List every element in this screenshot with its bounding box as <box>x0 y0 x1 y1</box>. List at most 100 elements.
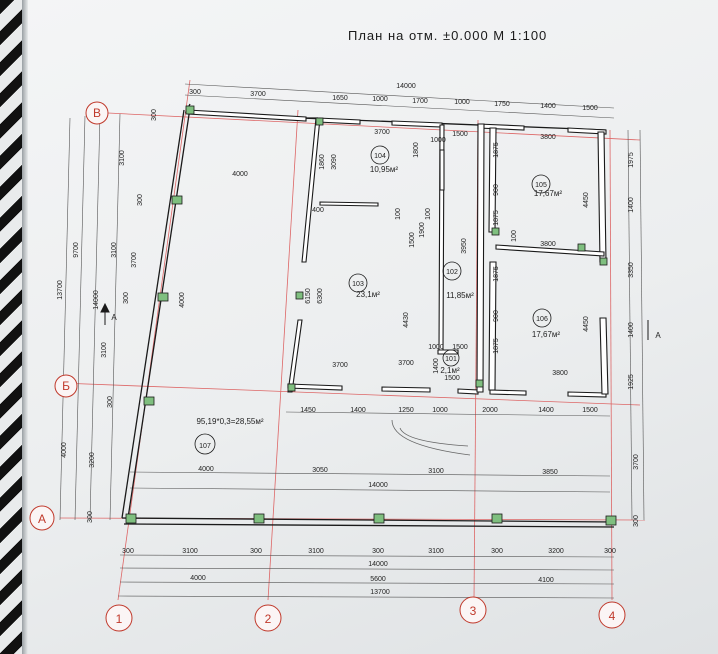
dim-porch-row: 1250 <box>398 407 414 414</box>
dim-top-segment: 1650 <box>332 95 348 102</box>
room-number-107: 107 <box>199 443 211 450</box>
dim-left-outer: 13700 <box>57 280 64 300</box>
dim-inner: 6150 <box>305 288 312 304</box>
dim-inner: 900 <box>493 310 500 322</box>
binder-edge <box>22 0 28 654</box>
dim-porch-row: 1400 <box>350 407 366 414</box>
dim-bottom-row2: 5600 <box>370 576 386 583</box>
dim-inner: 100 <box>395 208 402 220</box>
dim-left-extra: 14000 <box>93 290 100 310</box>
dim-inner: 1800 <box>413 142 420 158</box>
dim-porch-row: 2000 <box>482 407 498 414</box>
dim-inner: 100 <box>511 230 518 242</box>
dim-inner: 3700 <box>398 360 414 367</box>
room-number-103: 103 <box>352 281 364 288</box>
dim-inner: 1860 <box>319 154 326 170</box>
dim-bottom-row1: 300 <box>122 548 134 555</box>
dim-bottom-overall: 13700 <box>370 589 390 596</box>
room-area-104: 10,95м² <box>370 165 399 174</box>
section-mark-right: А <box>655 331 661 340</box>
dim-inner: 1500 <box>444 375 460 382</box>
dim-inner: 900 <box>493 184 500 196</box>
dim-inner: 6300 <box>317 288 324 304</box>
dim-top-segment: 1000 <box>372 96 388 103</box>
dim-top-segment: 1700 <box>412 98 428 105</box>
dim-bottom-row1: 3200 <box>548 548 564 555</box>
dim-bottom-row1: 3100 <box>428 548 444 555</box>
dim-top-inner: 3800 <box>540 134 556 141</box>
dim-left-inner: 3100 <box>111 242 118 258</box>
dim-inner: 3800 <box>540 241 556 248</box>
dim-inner: 1875 <box>493 142 500 158</box>
dim-bottom-row1: 300 <box>491 548 503 555</box>
dim-porch-row2: 3850 <box>542 469 558 476</box>
room-number-106: 106 <box>536 316 548 323</box>
room-area-102: 11,85м² <box>446 291 474 300</box>
room-number-102: 102 <box>446 269 458 276</box>
dim-left-extra: 3700 <box>131 252 138 268</box>
dim-inner: 3800 <box>552 370 568 377</box>
axis-label-3: 3 <box>470 604 477 618</box>
axis-label-1: 1 <box>116 612 123 626</box>
entrance-arc <box>391 419 471 456</box>
dim-top-segment: 1750 <box>494 101 510 108</box>
dim-right-segment: 1400 <box>628 197 635 213</box>
room-area-107: 95,19*0,3=28,55м² <box>196 417 263 426</box>
dim-inner: 1875 <box>493 210 500 226</box>
dim-top-segment: 300 <box>189 89 201 96</box>
dim-inner: 3700 <box>332 362 348 369</box>
dim-inner: 1500 <box>452 344 468 351</box>
plan-title: План на отм. ±0.000 М 1:100 <box>348 28 548 43</box>
dim-top-inner: 1500 <box>452 131 468 138</box>
dim-inner: 1875 <box>493 338 500 354</box>
dim-inner: 1875 <box>493 266 500 282</box>
dim-porch-row: 1000 <box>432 407 448 414</box>
section-marks <box>100 302 649 340</box>
dim-right-segment: 1925 <box>628 374 635 390</box>
dim-inner: 1900 <box>419 222 426 238</box>
dim-inner: 1000 <box>428 344 444 351</box>
dim-inner: 4450 <box>583 192 590 208</box>
room-area-103: 23,1м² <box>356 290 380 299</box>
dim-porch-row2: 3050 <box>312 467 328 474</box>
dim-left-extra: 4000 <box>179 292 186 308</box>
dim-porch-row: 1400 <box>538 407 554 414</box>
dim-bottom-row2: 4100 <box>538 577 554 584</box>
dim-left-small: 300 <box>151 109 158 121</box>
room-markers <box>194 145 552 455</box>
dim-top-segment: 3700 <box>250 91 266 98</box>
entrance-arc-inner <box>399 427 469 447</box>
dim-left-inner: 3100 <box>119 150 126 166</box>
dim-left-mid: 4000 <box>61 442 68 458</box>
room-number-101: 101 <box>445 356 457 363</box>
dim-inner: 100 <box>425 208 432 220</box>
dim-right-segment: 1400 <box>628 322 635 338</box>
dim-left-mid: 9700 <box>73 242 80 258</box>
dim-bottom-row1: 300 <box>372 548 384 555</box>
dim-left-small: 300 <box>87 511 94 523</box>
dim-top-segment: 1500 <box>582 105 598 112</box>
axis-label-v: В <box>93 106 101 120</box>
dim-inner: 4000 <box>232 171 248 178</box>
dim-inner: 1000 <box>430 137 446 144</box>
axis-grid <box>59 79 646 601</box>
room-number-104: 104 <box>374 153 386 160</box>
dim-inner: 4430 <box>403 312 410 328</box>
dim-bottom-row1: 300 <box>604 548 616 555</box>
axis-label-a: А <box>38 512 46 526</box>
dim-top-inner: 3700 <box>374 129 390 136</box>
dim-left-small: 300 <box>137 194 144 206</box>
dim-left-small: 300 <box>123 292 130 304</box>
room-area-105: 17,67м² <box>534 189 563 198</box>
axis-bubbles <box>29 101 626 632</box>
dimension-lines <box>59 83 645 599</box>
dim-inner: 1500 <box>409 232 416 248</box>
columns <box>125 105 617 526</box>
section-mark-left: А <box>111 313 117 322</box>
axis-label-4: 4 <box>609 609 616 623</box>
dim-left-small: 300 <box>107 396 114 408</box>
dim-inner: 4450 <box>583 316 590 332</box>
